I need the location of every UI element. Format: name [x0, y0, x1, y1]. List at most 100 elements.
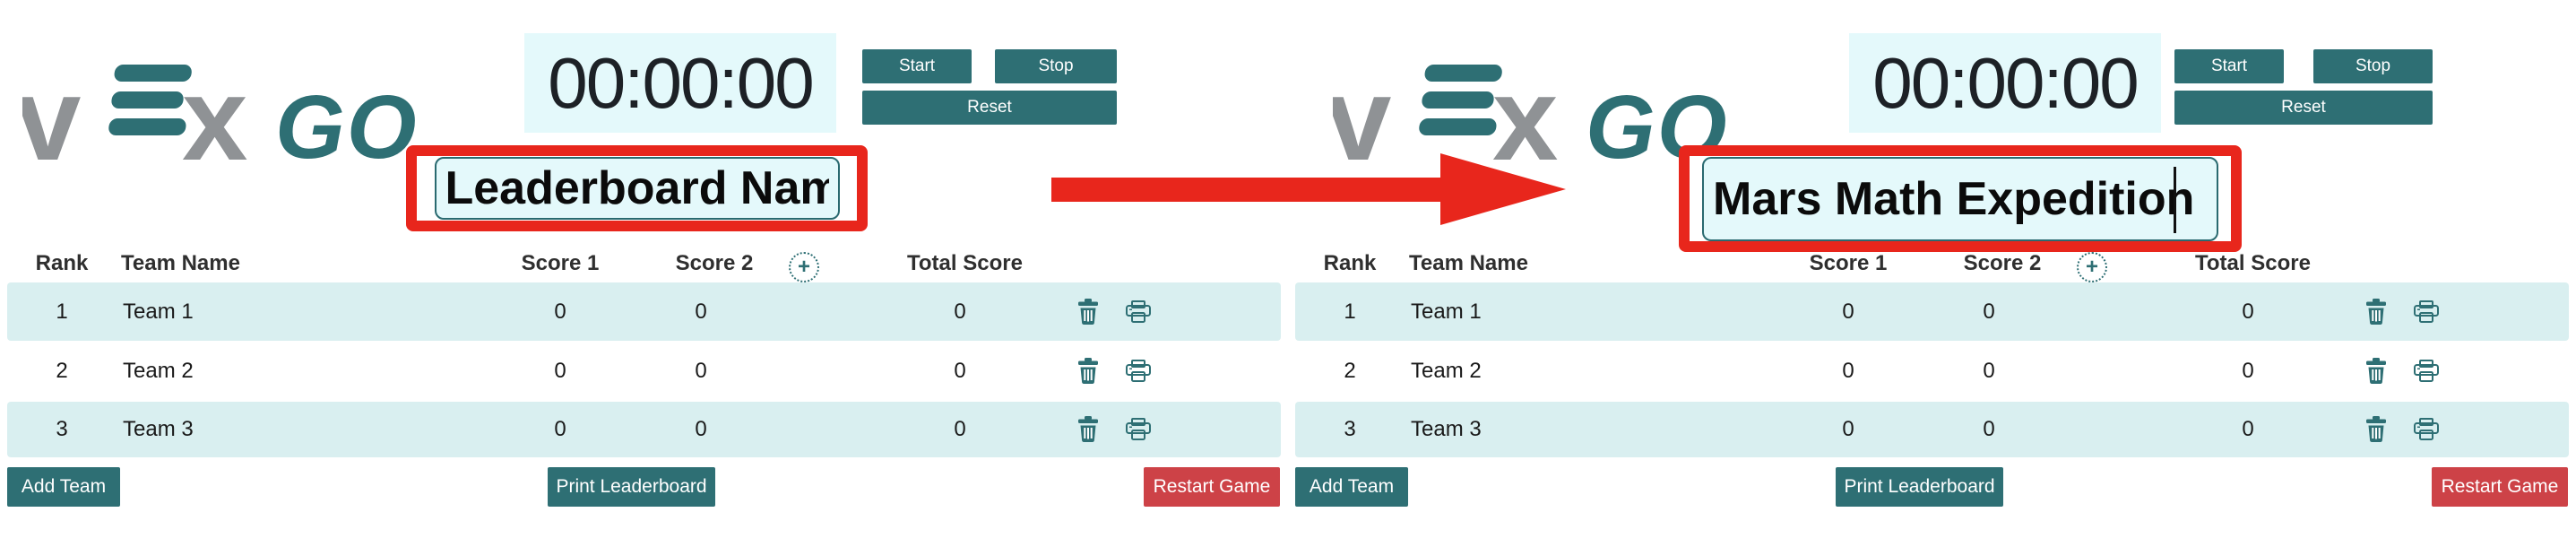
trash-icon	[1078, 358, 1098, 385]
delete-team-button[interactable]	[1073, 356, 1103, 386]
vex-go-logo-svg: v x GO	[1326, 53, 1727, 185]
score2-cell: 0	[1983, 417, 1995, 441]
score1-cell: 0	[1842, 299, 1854, 324]
restart-game-button[interactable]: Restart Game	[1144, 467, 1280, 507]
header-rank: Rank	[35, 251, 89, 275]
trash-icon	[1078, 416, 1098, 443]
logo-go-text: GO	[275, 77, 417, 166]
print-team-button[interactable]	[1123, 356, 1154, 386]
team-row: 2 Team 2 0 0 0	[0, 345, 1288, 397]
logo-letter-e-bars	[1419, 65, 1502, 135]
team-name-cell: Team 2	[123, 359, 194, 383]
team-row: 3 Team 3 0 0 0	[0, 402, 1288, 457]
printer-icon	[2414, 418, 2439, 440]
score1-cell: 0	[1842, 417, 1854, 441]
row-highlight-background	[7, 282, 1281, 341]
score1-cell: 0	[554, 417, 566, 441]
delete-team-button[interactable]	[1073, 297, 1103, 327]
score1-cell: 0	[1842, 359, 1854, 383]
annotation-highlight-box	[1679, 145, 2242, 252]
add-team-button[interactable]: Add Team	[1295, 467, 1408, 507]
start-button[interactable]: Start	[862, 49, 972, 83]
team-row: 1 Team 1 0 0 0	[1288, 282, 2576, 341]
timer-display: 00:00:00	[1849, 33, 2161, 133]
team-row: 3 Team 3 0 0 0	[1288, 402, 2576, 457]
rank-cell: 3	[1344, 417, 1356, 441]
score2-cell: 0	[1983, 299, 1995, 324]
arrow-shaft	[1051, 178, 1442, 202]
leaderboard-name-input[interactable]	[434, 157, 840, 220]
delete-team-button[interactable]	[1073, 414, 1103, 445]
rank-cell: 2	[56, 359, 68, 383]
add-team-button[interactable]: Add Team	[7, 467, 120, 507]
trash-icon	[1078, 298, 1098, 325]
text-cursor	[2174, 167, 2176, 233]
header-total-score: Total Score	[907, 251, 1023, 275]
printer-icon	[1126, 418, 1151, 440]
logo-letter-v: v	[22, 53, 81, 166]
score2-cell: 0	[695, 299, 707, 324]
header-rank: Rank	[1323, 251, 1377, 275]
arrow-head-icon	[1440, 153, 1566, 225]
header-score2: Score 2	[1963, 251, 2042, 275]
header-score1: Score 1	[521, 251, 600, 275]
total-score-cell: 0	[2242, 359, 2254, 383]
reset-button[interactable]: Reset	[2174, 91, 2433, 125]
delete-team-button[interactable]	[2361, 414, 2391, 445]
total-score-cell: 0	[954, 299, 966, 324]
annotation-highlight-box	[406, 145, 868, 231]
print-team-button[interactable]	[2411, 414, 2442, 445]
leaderboard-panel-before: v x GO 00:00:00 Start Stop Reset Rank Te…	[0, 33, 1288, 507]
rank-cell: 3	[56, 417, 68, 441]
printer-icon	[2414, 360, 2439, 382]
print-leaderboard-button[interactable]: Print Leaderboard	[1836, 467, 2003, 507]
score2-cell: 0	[695, 359, 707, 383]
print-team-button[interactable]	[1123, 414, 1154, 445]
team-row: 2 Team 2 0 0 0	[1288, 345, 2576, 397]
delete-team-button[interactable]	[2361, 356, 2391, 386]
logo-letter-x: x	[1492, 53, 1558, 166]
total-score-cell: 0	[954, 359, 966, 383]
trash-icon	[2366, 416, 2386, 443]
team-name-cell: Team 1	[1411, 299, 1482, 324]
team-row: 1 Team 1 0 0 0	[0, 282, 1288, 341]
print-leaderboard-button[interactable]: Print Leaderboard	[548, 467, 715, 507]
printer-icon	[1126, 300, 1151, 323]
score1-cell: 0	[554, 359, 566, 383]
team-name-cell: Team 1	[123, 299, 194, 324]
printer-icon	[1126, 360, 1151, 382]
team-name-cell: Team 3	[1411, 417, 1482, 441]
restart-game-button[interactable]: Restart Game	[2432, 467, 2568, 507]
logo-letter-x: x	[182, 53, 247, 166]
add-score-column-button[interactable]: +	[789, 252, 819, 282]
print-team-button[interactable]	[2411, 297, 2442, 327]
plus-icon: +	[2085, 255, 2098, 279]
stop-button[interactable]: Stop	[995, 49, 1117, 83]
score1-cell: 0	[554, 299, 566, 324]
add-score-column-button[interactable]: +	[2077, 252, 2107, 282]
vex-go-logo: v x GO	[15, 45, 417, 185]
trash-icon	[2366, 358, 2386, 385]
rank-cell: 1	[1344, 299, 1356, 324]
reset-button[interactable]: Reset	[862, 91, 1117, 125]
row-highlight-background	[1295, 282, 2569, 341]
vex-go-logo: v x GO	[1326, 45, 1727, 185]
leaderboard-panel-after: v x GO 00:00:00 Start Stop Reset Rank Te…	[1288, 0, 2576, 547]
trash-icon	[2366, 298, 2386, 325]
total-score-cell: 0	[954, 417, 966, 441]
total-score-cell: 0	[2242, 417, 2254, 441]
delete-team-button[interactable]	[2361, 297, 2391, 327]
stop-button[interactable]: Stop	[2313, 49, 2433, 83]
printer-icon	[2414, 300, 2439, 323]
total-score-cell: 0	[2242, 299, 2254, 324]
print-team-button[interactable]	[1123, 297, 1154, 327]
header-team-name: Team Name	[121, 251, 240, 275]
rank-cell: 2	[1344, 359, 1356, 383]
score2-cell: 0	[1983, 359, 1995, 383]
plus-icon: +	[797, 255, 810, 279]
leaderboard-name-input[interactable]	[1702, 156, 2218, 241]
print-team-button[interactable]	[2411, 356, 2442, 386]
start-button[interactable]: Start	[2174, 49, 2284, 83]
header-score1: Score 1	[1809, 251, 1888, 275]
